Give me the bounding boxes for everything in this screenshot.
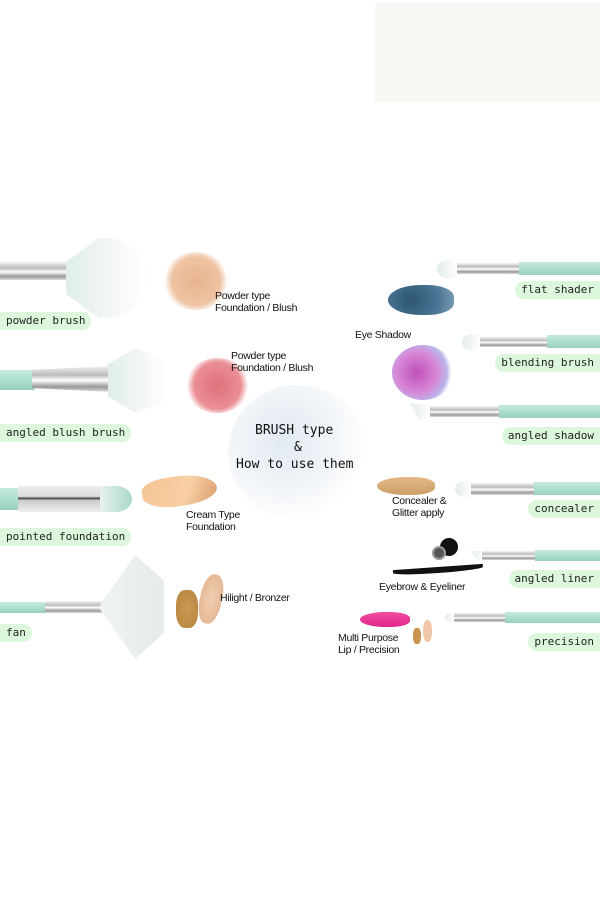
bronzer-swatch — [176, 590, 198, 628]
title-line3: How to use them — [236, 457, 354, 472]
use-powder-2-line1: Powder type — [231, 350, 287, 362]
label-flat-shader: flat shader — [515, 281, 600, 299]
lip-precision-swatch-1 — [413, 628, 421, 644]
use-powder-1-line1: Powder type — [215, 290, 271, 302]
use-cream-line1: Cream Type — [186, 509, 240, 521]
use-powder-2-line2: Foundation / Blush — [231, 362, 314, 374]
label-angled-liner: angled liner — [508, 570, 600, 588]
use-powder-1-line2: Foundation / Blush — [215, 302, 298, 314]
cream-swatch — [140, 470, 219, 512]
floral-watercolor — [228, 385, 368, 520]
use-powder-2: Powder type Foundation / Blush — [231, 350, 313, 374]
use-hilight: Hilight / Bronzer — [220, 592, 290, 604]
label-pointed-foundation: pointed foundation — [0, 528, 132, 546]
label-powder-brush: powder brush — [0, 312, 92, 330]
blank-panel — [375, 3, 600, 103]
label-angled-blush-brush: angled blush brush — [0, 424, 132, 442]
use-powder-1: Powder type Foundation / Blush — [215, 290, 297, 314]
powder-swatch — [163, 252, 229, 310]
label-blending-brush: blending brush — [495, 354, 600, 372]
label-fan: fan — [0, 624, 32, 642]
title-line1: BRUSH type — [255, 423, 334, 438]
use-eyeshadow: Eye Shadow — [355, 329, 411, 341]
use-eyebrow: Eyebrow & Eyeliner — [379, 581, 466, 593]
lip-swatch — [360, 612, 410, 627]
concealer-swatch — [377, 477, 435, 495]
label-concealer: concealer — [528, 500, 600, 518]
eyeliner-stroke — [392, 563, 484, 577]
use-concealer-line2: Glitter apply — [392, 507, 445, 519]
use-cream-line2: Foundation — [186, 521, 236, 533]
use-concealer-line1: Concealer & — [392, 495, 447, 507]
use-cream: Cream Type Foundation — [186, 509, 240, 533]
eyeshadow-palette-swatch — [392, 345, 454, 400]
gel-pot-grey — [432, 546, 446, 560]
title-line2: & — [294, 440, 302, 455]
eyeshadow-blue-swatch — [388, 285, 454, 315]
lip-precision-swatch-2 — [423, 620, 432, 642]
use-lip-line2: Lip / Precision — [338, 644, 400, 656]
label-angled-shadow: angled shadow — [501, 427, 600, 445]
blush-swatch — [185, 358, 250, 413]
use-concealer: Concealer & Glitter apply — [392, 495, 447, 519]
label-precision: precision — [528, 633, 600, 651]
use-lip-line1: Multi Purpose — [338, 632, 399, 644]
use-lip: Multi Purpose Lip / Precision — [338, 632, 400, 656]
